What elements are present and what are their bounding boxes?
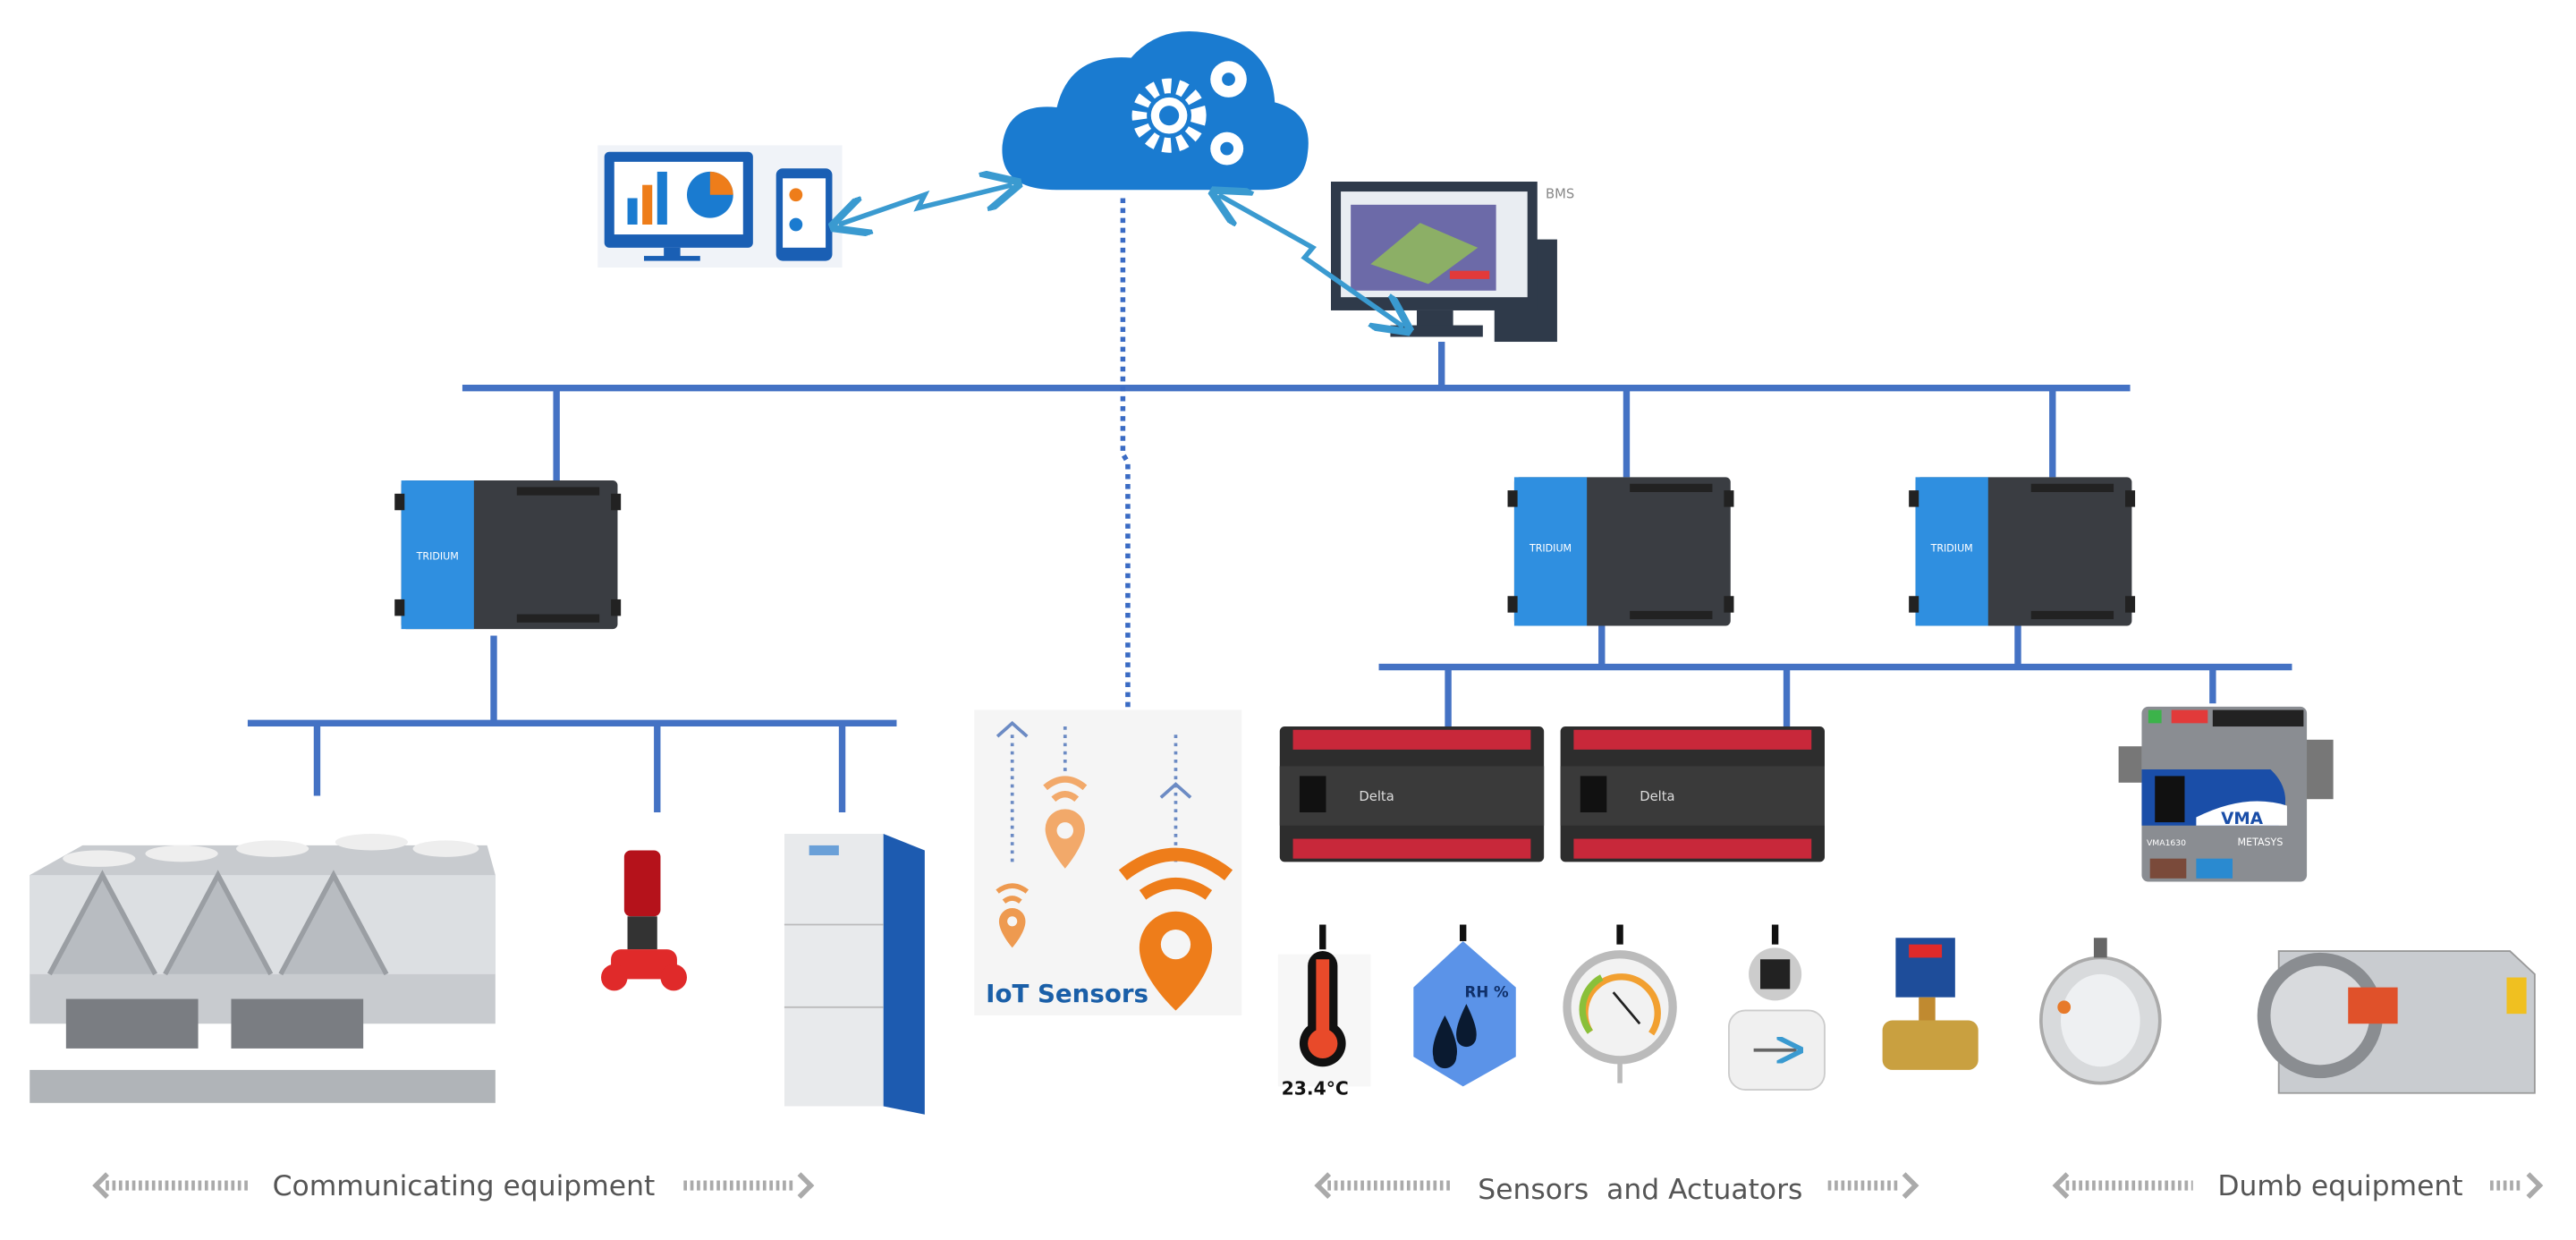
boiler [784,833,925,1115]
category-communicating-equipment: Communicating equipment [92,1170,815,1202]
wireless-pin-icon [996,883,1030,948]
tridium-controller[interactable]: TRIDIUM [1909,477,2136,626]
svg-text:VMA: VMA [2221,810,2264,828]
delta-field-controller[interactable]: Delta [1279,726,1545,862]
humidity-label: RH % [1465,984,1509,1001]
bms-workstation: BMS [1331,182,1574,343]
pump [601,850,687,991]
control-valve [1882,938,1979,1070]
right-field-bus [1378,619,2292,727]
wireless-pin-icon [1043,776,1088,869]
cloud-gears-icon [1002,31,1309,191]
svg-text:Communicating equipment: Communicating equipment [273,1170,656,1202]
left-field-bus [247,635,897,813]
svg-text:VMA1630: VMA1630 [2147,838,2186,848]
svg-text:Delta: Delta [1359,789,1394,804]
cloud-dashboard-link [839,185,1013,225]
vma-controller[interactable]: VMA VMA1630 METASYS [2118,706,2334,882]
svg-text:TRIDIUM: TRIDIUM [1529,542,1572,554]
iot-wireless-link [1120,198,1131,718]
svg-text:TRIDIUM: TRIDIUM [1930,542,1973,554]
delta-field-controller[interactable]: Delta [1560,726,1825,862]
tridium-controller[interactable]: TRIDIUM [394,480,622,630]
tridium-controller[interactable]: TRIDIUM [1507,477,1734,626]
temperature-sensor: 23.4°C [1277,924,1371,1100]
svg-text:Delta: Delta [1640,789,1674,804]
dashboard-monitor-phone-icon [597,145,843,268]
svg-text:Dumb equipment: Dumb equipment [2217,1170,2462,1202]
wireless-pin-icon [1118,847,1233,1011]
svg-text:Sensors and Actuators: Sensors and Actuators [1478,1174,1802,1206]
svg-text:TRIDIUM: TRIDIUM [416,551,459,563]
category-dumb-equipment: Dumb equipment [2052,1170,2544,1202]
humidity-sensor: RH % [1413,924,1516,1087]
temperature-reading: 23.4°C [1282,1078,1349,1100]
cloud-bms-link [1218,195,1403,327]
bms-label: BMS [1546,186,1574,201]
top-network-bus [462,342,2131,481]
damper [2039,938,2162,1085]
category-sensors-actuators: Sensors and Actuators [1314,1172,1919,1206]
svg-text:METASYS: METASYS [2238,837,2284,848]
pressure-gauge [1563,924,1677,1083]
box-damper-actuator [2257,950,2536,1094]
iot-sensors-label: IoT Sensors [986,979,1148,1008]
flow-meter [1728,924,1826,1091]
iot-sensors-panel: IoT Sensors [974,709,1242,1016]
chiller [30,833,496,1103]
